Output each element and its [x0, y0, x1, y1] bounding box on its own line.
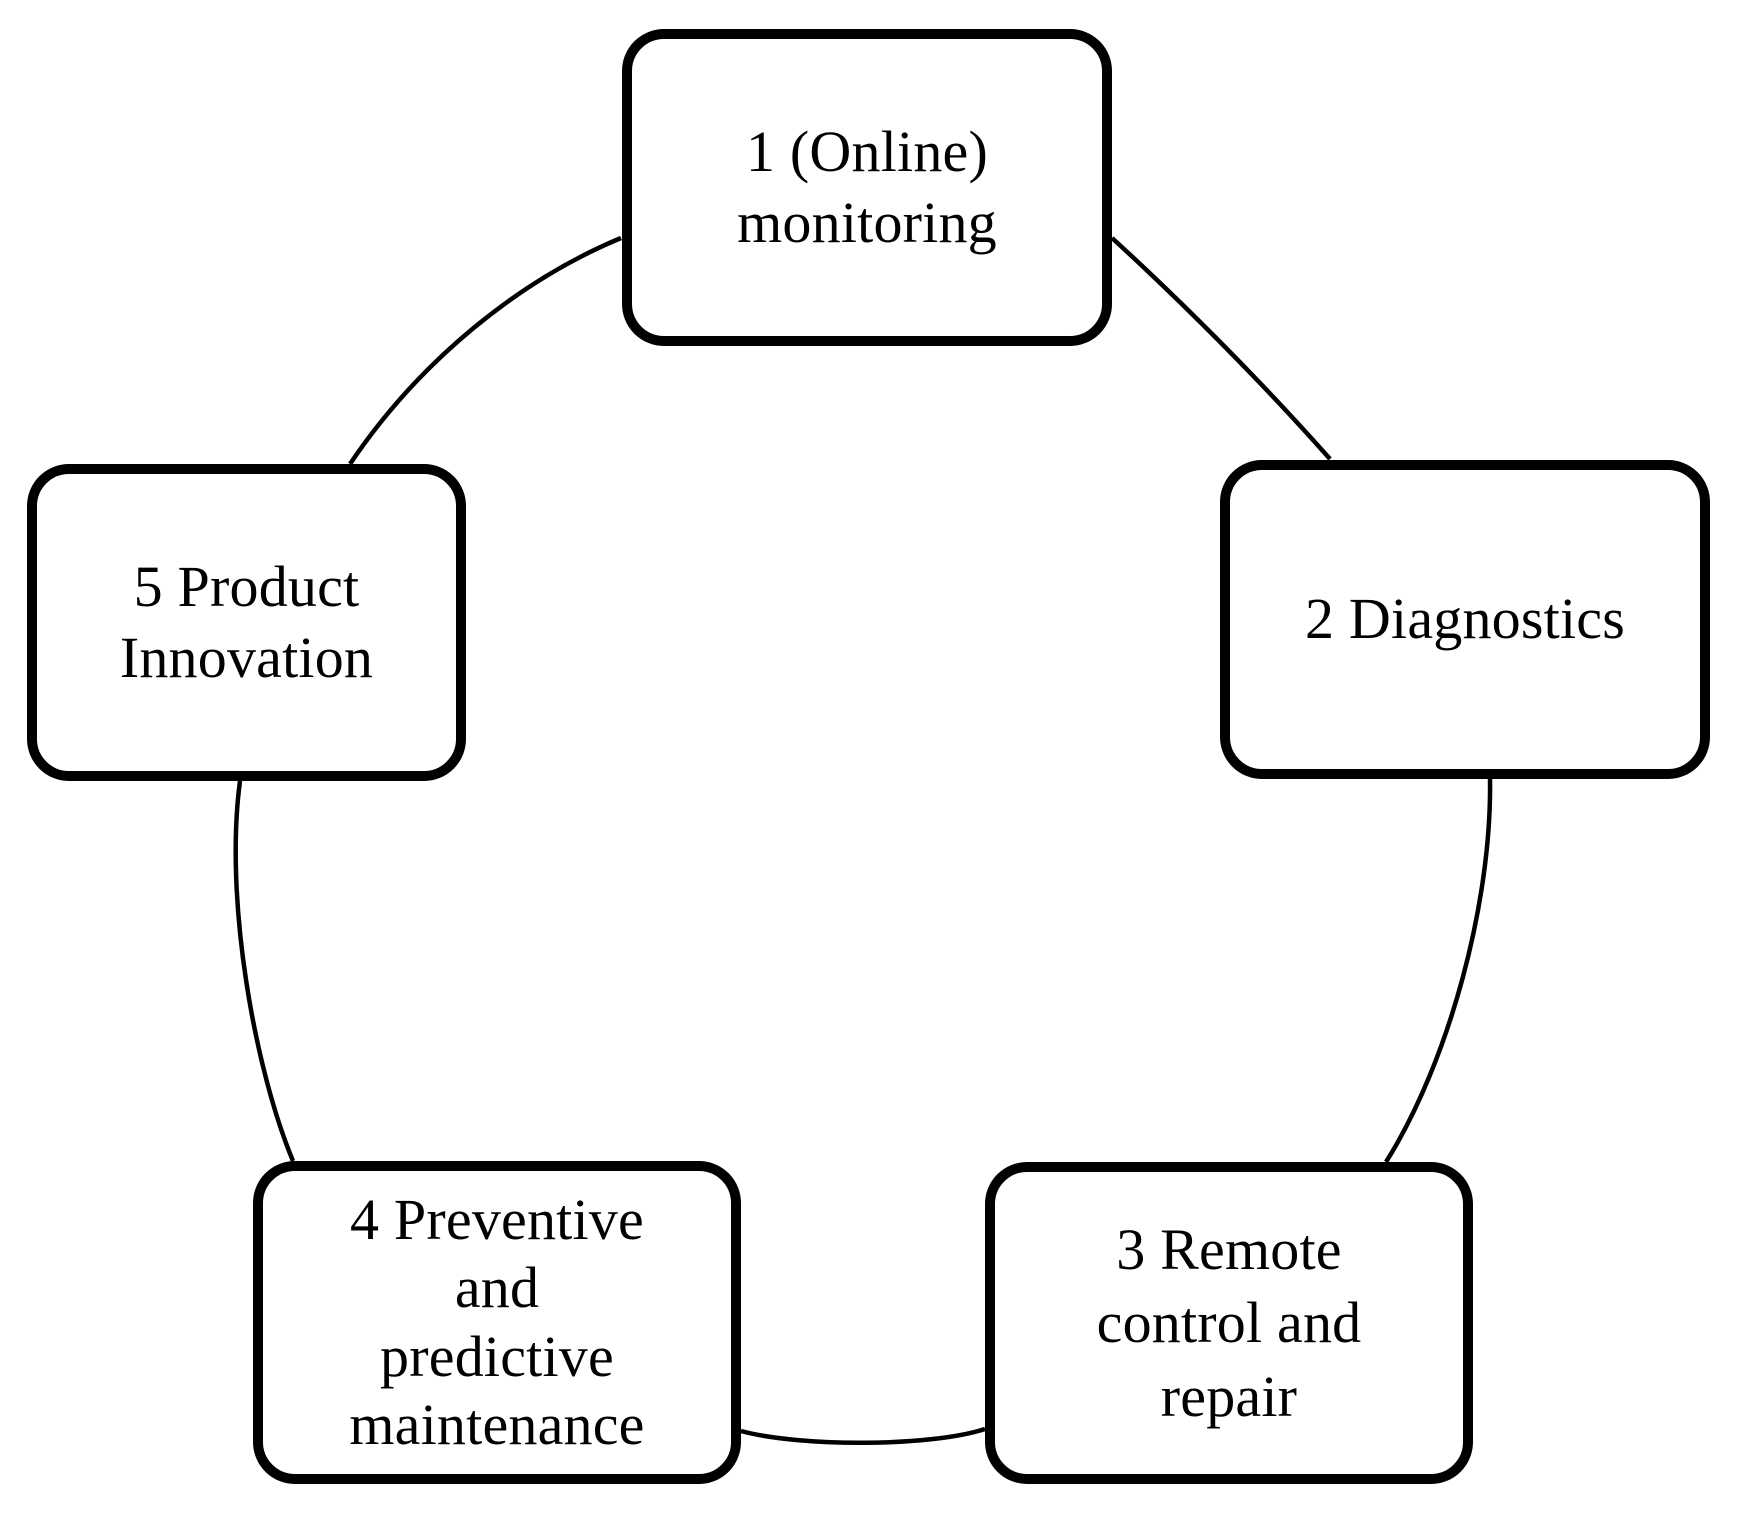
- node-1-label: 1 (Online) monitoring: [737, 118, 997, 255]
- connector-4-to-5: [233, 780, 296, 1162]
- connector-5-to-1: [348, 235, 622, 466]
- node-diagnostics[interactable]: 2 Diagnostics: [1220, 460, 1710, 779]
- node-4-label: 4 Preventive and predictive maintenance: [349, 1186, 645, 1457]
- node-5-label: 5 Product Innovation: [119, 553, 374, 690]
- node-preventive-and-predictive-maintenance[interactable]: 4 Preventive and predictive maintenance: [253, 1161, 741, 1484]
- node-online-monitoring[interactable]: 1 (Online) monitoring: [622, 29, 1112, 346]
- node-remote-control-and-repair[interactable]: 3 Remote control and repair: [985, 1162, 1473, 1484]
- node-product-innovation[interactable]: 5 Product Innovation: [27, 464, 466, 781]
- connector-1-to-2: [1110, 236, 1332, 461]
- node-3-label: 3 Remote control and repair: [1096, 1217, 1362, 1429]
- node-2-label: 2 Diagnostics: [1305, 586, 1625, 652]
- connector-2-to-3: [1384, 778, 1493, 1164]
- connector-3-to-4: [740, 1426, 986, 1445]
